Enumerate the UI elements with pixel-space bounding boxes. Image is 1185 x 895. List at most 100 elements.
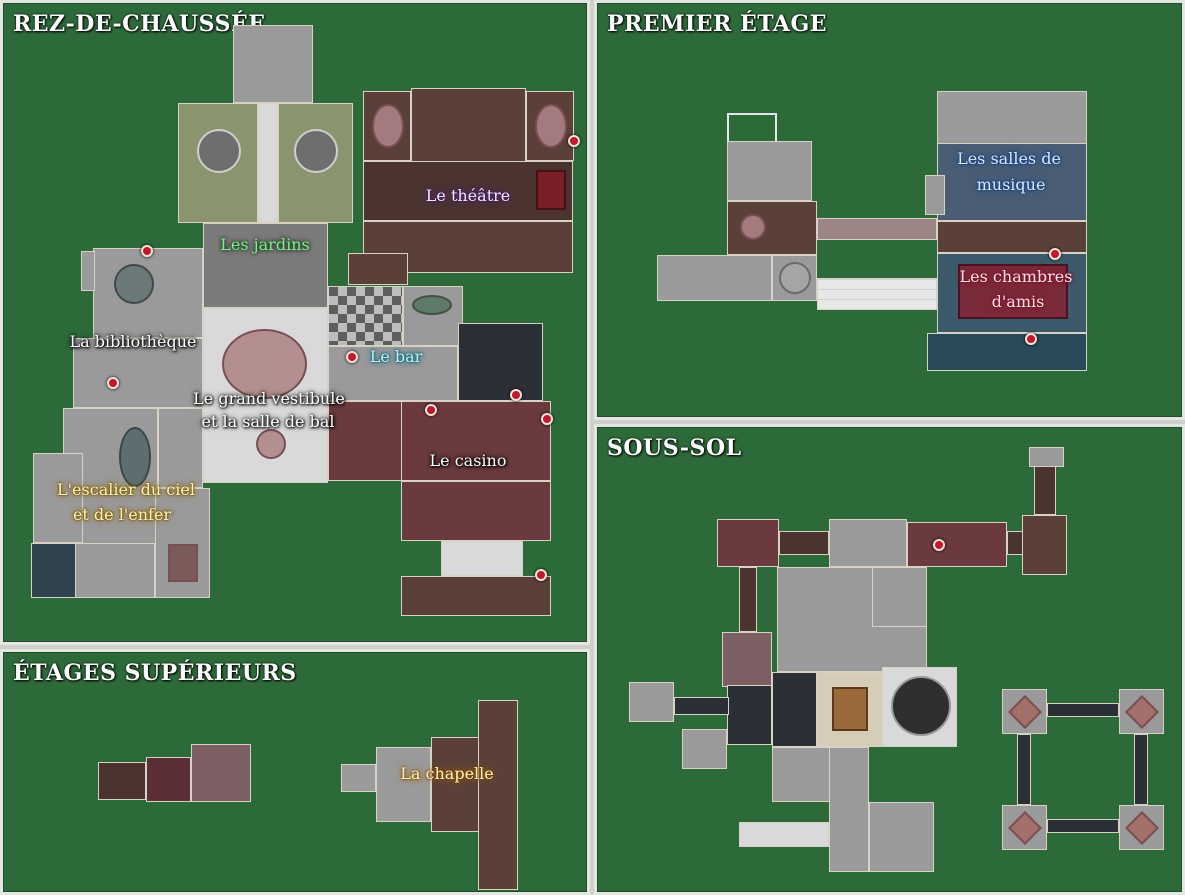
upper-east-room-a <box>341 764 376 792</box>
label-chapel: La chapelle <box>400 764 494 783</box>
red-pin-icon[interactable] <box>425 404 437 416</box>
label-music-line2: musique <box>976 175 1046 194</box>
basement-south-corridor <box>829 747 869 872</box>
upper-east-room-b <box>376 747 431 822</box>
garden-fountain-east <box>294 129 338 173</box>
theatre-red-rug <box>536 170 566 210</box>
label-casino: Le casino <box>429 451 507 470</box>
first-floor-panel: PREMIER ÉTAGE Les salles de musique Les … <box>594 0 1185 420</box>
basement-gate-se <box>1119 805 1164 850</box>
library-room <box>93 248 203 338</box>
basement-west-room <box>722 632 772 687</box>
theatre-rug-a <box>372 104 404 148</box>
stairs-east-rug <box>168 544 198 582</box>
theatre-annex <box>348 253 408 285</box>
basement-ring-west <box>1017 734 1031 805</box>
basement-gate-sw-tile <box>1008 811 1042 845</box>
basement-gate-nw-tile <box>1008 695 1042 729</box>
basement-corridor-north <box>779 531 829 555</box>
basement-corridor-west <box>739 567 757 632</box>
basement-nw-room <box>717 519 779 567</box>
friends-room-main <box>937 253 1087 333</box>
basement-north-hall <box>829 519 907 567</box>
basement-panel: SOUS-SOL <box>594 424 1185 895</box>
theatre-rug-b <box>535 104 567 148</box>
casino-south <box>401 576 551 616</box>
stairs-rug <box>119 427 151 487</box>
red-pin-icon[interactable] <box>1049 248 1061 260</box>
casino-lower <box>401 481 551 541</box>
label-gardens: Les jardins <box>220 235 310 254</box>
stairs-middle <box>158 408 203 488</box>
first-floor-bridge-top <box>817 218 937 240</box>
basement-vault-rug <box>832 687 868 731</box>
basement-ring-east <box>1134 734 1148 805</box>
upper-west-room-a <box>98 762 146 800</box>
basement-dark-west <box>727 685 772 745</box>
upper-floors-title: ÉTAGES SUPÉRIEURS <box>13 660 297 686</box>
red-pin-icon[interactable] <box>1025 333 1037 345</box>
grand-hall-rug <box>222 329 307 399</box>
label-music-line1: Les salles de <box>957 149 1061 168</box>
library-lower <box>73 338 203 408</box>
basement-round-platform <box>891 676 951 736</box>
basement-gate-nw <box>1002 689 1047 734</box>
basement-ring-north <box>1047 703 1119 717</box>
red-pin-icon[interactable] <box>510 389 522 401</box>
bar-room <box>328 286 403 346</box>
red-pin-icon[interactable] <box>541 413 553 425</box>
basement-round-room <box>882 667 957 747</box>
music-room-side <box>925 175 945 215</box>
red-pin-icon[interactable] <box>568 135 580 147</box>
basement-west-corridor <box>674 697 729 715</box>
friends-room-upper <box>937 221 1087 253</box>
music-room-top <box>937 91 1087 146</box>
first-floor-corridor-outline <box>727 113 777 143</box>
basement-sw-room <box>682 729 727 769</box>
first-floor-gallery <box>817 278 937 310</box>
friends-room-rug <box>958 264 1068 319</box>
casino-lounge <box>441 541 523 576</box>
garden-north-room <box>233 25 313 103</box>
ground-floor-title: REZ-DE-CHAUSSÉE <box>13 11 266 37</box>
first-floor-west-rug <box>740 214 766 240</box>
garden-east <box>278 103 353 223</box>
first-floor-rotunda-rug <box>779 262 811 294</box>
basement-ne-room <box>907 522 1007 567</box>
red-pin-icon[interactable] <box>107 377 119 389</box>
stairs-bottom <box>75 543 155 598</box>
red-pin-icon[interactable] <box>346 351 358 363</box>
chapel-tower <box>478 700 518 890</box>
label-theatre: Le théâtre <box>425 186 511 205</box>
stairs-south <box>33 453 83 543</box>
basement-west-tower <box>629 682 674 722</box>
upper-west-room-b <box>146 757 191 802</box>
basement-shaft-top <box>1029 447 1064 467</box>
basement-dark-center <box>772 672 817 747</box>
friends-room-lower <box>927 333 1087 371</box>
bar-lounge <box>403 286 463 346</box>
basement-south-gallery <box>739 822 829 847</box>
label-hall-line2: et la salle de bal <box>201 412 335 431</box>
grand-hall <box>203 308 328 483</box>
red-pin-icon[interactable] <box>141 245 153 257</box>
basement-gate-sw <box>1002 805 1047 850</box>
basement-shaft <box>1034 465 1056 515</box>
stairs-east <box>155 488 210 598</box>
upper-west-room-c <box>191 744 251 802</box>
red-pin-icon[interactable] <box>535 569 547 581</box>
theatre-room-b <box>526 91 574 161</box>
label-library: La bibliothèque <box>69 332 197 351</box>
bar-terrace <box>458 323 543 401</box>
theatre-room-a <box>363 91 411 161</box>
red-pin-icon[interactable] <box>933 539 945 551</box>
label-stairs-line2: et de l'enfer <box>72 505 172 524</box>
theatre-stage <box>411 88 526 163</box>
casino-main <box>328 401 403 481</box>
label-friends-line1: Les chambres <box>959 267 1073 286</box>
first-floor-rotunda <box>772 255 817 301</box>
label-friends-line2: d'amis <box>991 292 1045 311</box>
garden-path <box>258 103 278 223</box>
label-bar: Le bar <box>369 347 423 366</box>
bar-lounge-rug <box>412 295 452 315</box>
